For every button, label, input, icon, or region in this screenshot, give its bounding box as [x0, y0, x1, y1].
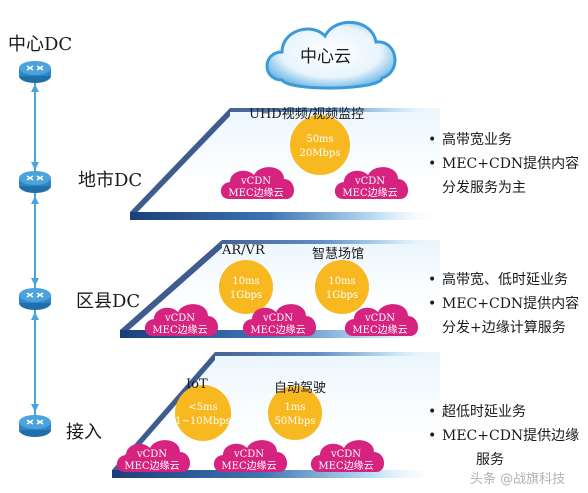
- bullet-text: MEC+CDN提供边缘: [442, 428, 580, 444]
- bullet-text: 超低时延业务: [442, 404, 526, 420]
- latency-circle: 10ms 1Gbps: [219, 260, 273, 314]
- bullet-dot: •: [428, 428, 437, 444]
- watermark: 头条 @战旗科技: [470, 472, 566, 487]
- latency-circle: 50ms 20Mbps: [290, 115, 350, 175]
- bullet-item: • MEC+CDN提供内容: [428, 152, 579, 176]
- edge-cloud-icon: vCDN MEC边缘云: [213, 440, 288, 472]
- edge-cloud-icon: vCDN MEC边缘云: [116, 440, 191, 472]
- circle-latency: 1ms: [285, 402, 306, 413]
- bullet-text: 分发+边缘计算服务: [442, 320, 566, 336]
- circle-latency: 50ms: [306, 134, 333, 145]
- edge-cloud-icon: vCDN MEC边缘云: [144, 304, 219, 336]
- circle-bandwidth: 1~10Mbps: [175, 416, 231, 427]
- bullet-text: 分发服务为主: [442, 180, 526, 196]
- bullet-item: • MEC+CDN提供边缘: [428, 424, 579, 448]
- bullet-dot: •: [428, 296, 437, 312]
- central-cloud-icon: [265, 21, 397, 90]
- circle-bandwidth: 1Gbps: [326, 290, 358, 301]
- bullet-text: MEC+CDN提供内容: [442, 156, 580, 172]
- edge-cloud-title: vCDN: [164, 313, 195, 324]
- bullet-text: 服务: [476, 452, 504, 468]
- router-icon: [19, 171, 51, 193]
- bullet-item: • MEC+CDN提供内容: [428, 292, 579, 316]
- edge-cloud-title: vCDN: [330, 449, 361, 460]
- dc-label-city: 地市DC: [78, 170, 143, 191]
- bullet-item: 分发+边缘计算服务: [428, 316, 579, 340]
- circle-bandwidth: 20Mbps: [300, 148, 341, 159]
- bullet-item: • 超低时延业务: [428, 400, 579, 424]
- arrow-down-icon: [31, 404, 39, 412]
- edge-cloud-subtitle: MEC边缘云: [250, 323, 305, 336]
- edge-cloud-title: vCDN: [233, 449, 264, 460]
- edge-cloud-icon: vCDN MEC边缘云: [220, 167, 295, 199]
- circle-latency: <5ms: [188, 402, 217, 413]
- bullet-list-layer-2: • 高带宽、低时延业务 • MEC+CDN提供内容 分发+边缘计算服务: [428, 268, 579, 340]
- edge-cloud-icon: vCDN MEC边缘云: [344, 304, 419, 336]
- dc-label-central: 中心DC: [8, 34, 73, 55]
- service-tag: 自动驾驶: [274, 381, 327, 396]
- bullet-list-layer-3: • 超低时延业务 • MEC+CDN提供边缘 服务: [428, 400, 579, 472]
- dc-label-county: 区县DC: [76, 291, 141, 312]
- dc-label-access: 接入: [66, 422, 102, 443]
- bullet-item: 分发服务为主: [428, 176, 579, 200]
- arrow-up-icon: [31, 196, 39, 204]
- service-tag: UHD视频/视频监控: [249, 107, 365, 122]
- latency-circle: <5ms 1~10Mbps: [175, 385, 231, 441]
- edge-cloud-subtitle: MEC边缘云: [228, 186, 283, 199]
- arrow-up-icon: [31, 312, 39, 320]
- circle-latency: 10ms: [232, 276, 259, 287]
- latency-circle: 1ms 50Mbps: [268, 386, 322, 440]
- edge-cloud-title: vCDN: [262, 313, 293, 324]
- arrow-up-icon: [31, 84, 39, 92]
- platform-layer-1: [130, 108, 440, 220]
- edge-cloud-title: vCDN: [364, 313, 395, 324]
- edge-cloud-subtitle: MEC边缘云: [318, 459, 373, 472]
- bullet-text: 高带宽、低时延业务: [442, 272, 568, 288]
- router-icon: [19, 288, 51, 310]
- circle-bandwidth: 50Mbps: [275, 416, 316, 427]
- edge-cloud-title: vCDN: [354, 176, 385, 187]
- service-tag: 智慧场馆: [312, 247, 365, 262]
- edge-cloud-subtitle: MEC边缘云: [352, 323, 407, 336]
- bullet-dot: •: [428, 404, 437, 420]
- edge-cloud-subtitle: MEC边缘云: [124, 459, 179, 472]
- service-tag: IoT: [186, 377, 208, 392]
- edge-cloud-subtitle: MEC边缘云: [152, 323, 207, 336]
- edge-cloud-icon: vCDN MEC边缘云: [334, 167, 409, 199]
- bullet-list-layer-1: • 高带宽业务 • MEC+CDN提供内容 分发服务为主: [428, 128, 579, 200]
- edge-cloud-icon: vCDN MEC边缘云: [310, 440, 385, 472]
- router-icon: [19, 61, 51, 83]
- service-tag: AR/VR: [222, 243, 265, 258]
- latency-circle: 10ms 1Gbps: [315, 260, 369, 314]
- edge-cloud-title: vCDN: [136, 449, 167, 460]
- arrow-down-icon: [31, 162, 39, 170]
- arrow-down-icon: [31, 278, 39, 286]
- bullet-dot: •: [428, 272, 437, 288]
- edge-cloud-subtitle: MEC边缘云: [221, 459, 276, 472]
- edge-cloud-icon: vCDN MEC边缘云: [242, 304, 317, 336]
- bullet-text: 高带宽业务: [442, 132, 512, 148]
- bullet-dot: •: [428, 156, 437, 172]
- router-icon: [19, 415, 51, 437]
- circle-latency: 10ms: [328, 276, 355, 287]
- bullet-item: • 高带宽业务: [428, 128, 579, 152]
- bullet-text: MEC+CDN提供内容: [442, 296, 580, 312]
- bullet-item: 服务: [428, 448, 579, 472]
- central-cloud-label: 中心云: [300, 47, 351, 67]
- edge-cloud-title: vCDN: [240, 176, 271, 187]
- circle-bandwidth: 1Gbps: [230, 290, 262, 301]
- bullet-dot: •: [428, 132, 437, 148]
- edge-cloud-subtitle: MEC边缘云: [342, 186, 397, 199]
- bullet-item: • 高带宽、低时延业务: [428, 268, 579, 292]
